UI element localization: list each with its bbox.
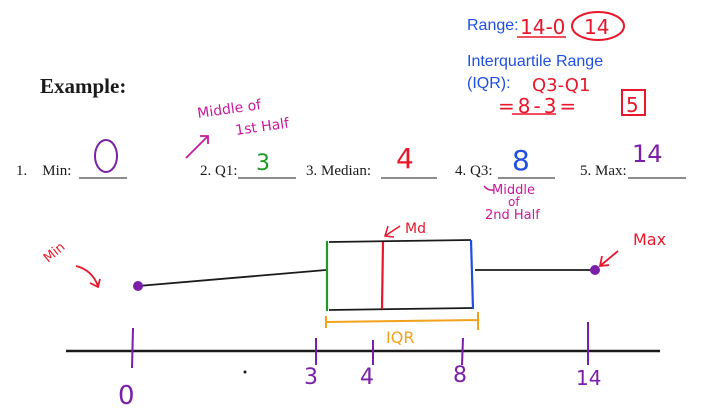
iqr-answer: 5 bbox=[626, 93, 639, 117]
max-label: Max bbox=[633, 230, 666, 249]
question-label: Q3: bbox=[470, 163, 493, 179]
median-label: Md bbox=[405, 221, 426, 237]
min-answer-zero bbox=[94, 139, 118, 173]
tick-label-0: 0 bbox=[118, 381, 135, 408]
box-top bbox=[328, 239, 472, 243]
question-3: 3. Median: bbox=[306, 163, 371, 180]
max-label-arrow bbox=[598, 250, 619, 268]
q1-note-line2: 1st Half bbox=[234, 115, 291, 139]
tick-0 bbox=[131, 327, 134, 369]
question-number: 5. bbox=[580, 163, 592, 179]
iqr-bracket bbox=[325, 312, 479, 330]
tick-label-8: 8 bbox=[453, 363, 467, 388]
iqr-answer-box bbox=[621, 89, 646, 116]
box-bottom bbox=[328, 307, 474, 311]
q3-note-arrow bbox=[483, 185, 495, 191]
iqr-label-line1: Interquartile Range bbox=[467, 53, 604, 70]
q3-note-line3: 2nd Half bbox=[485, 208, 540, 223]
number-line-ticks bbox=[131, 322, 589, 369]
tick-label-3: 3 bbox=[304, 365, 318, 390]
question-label: Max: bbox=[595, 163, 627, 179]
iqr-formula: Q3-Q1 bbox=[532, 75, 590, 96]
q1-note-line1: Middle of bbox=[196, 97, 263, 122]
question-2: 2. Q1: bbox=[200, 163, 238, 180]
question-label: Q1: bbox=[215, 163, 238, 179]
median-line bbox=[380, 241, 385, 310]
q3-answer: 8 bbox=[512, 144, 530, 177]
stray-dot bbox=[243, 370, 247, 374]
q3-note-line2: of bbox=[508, 195, 520, 209]
q3-edge bbox=[469, 239, 475, 310]
tick-label-14: 14 bbox=[576, 366, 601, 390]
q1-note-arrow bbox=[185, 135, 209, 159]
iqr-label-line2: (IQR): bbox=[467, 75, 511, 92]
iqr-bracket-label: IQR bbox=[386, 328, 414, 347]
min-point bbox=[133, 281, 143, 291]
median-label-arrow bbox=[384, 225, 401, 238]
median-answer: 4 bbox=[396, 142, 414, 175]
min-label-arrow bbox=[75, 265, 101, 289]
range-work: 14-0 bbox=[520, 15, 565, 39]
range-answer: 14 bbox=[584, 15, 609, 39]
question-number: 3. bbox=[306, 163, 318, 179]
min-label: Min bbox=[41, 240, 68, 266]
question-number: 4. bbox=[455, 163, 467, 179]
question-5: 5. Max: bbox=[580, 163, 627, 180]
range-label: Range: bbox=[467, 17, 519, 34]
tick-label-4: 4 bbox=[360, 365, 374, 390]
page-title: Example: bbox=[40, 74, 127, 98]
q1-answer: 3 bbox=[256, 151, 270, 176]
question-1: 1. Min: bbox=[16, 163, 71, 180]
question-label: Median: bbox=[321, 163, 371, 179]
max-answer: 14 bbox=[632, 140, 663, 168]
max-point bbox=[590, 265, 600, 275]
question-4: 4. Q3: bbox=[455, 163, 493, 180]
iqr-work: =8-3= bbox=[498, 94, 579, 118]
question-number: 2. bbox=[200, 163, 212, 179]
tick-8 bbox=[461, 337, 464, 366]
range-answer-circle bbox=[571, 11, 625, 41]
question-number: 1. bbox=[16, 163, 28, 179]
q3-note-line1: Middle bbox=[492, 183, 535, 198]
question-label: Min: bbox=[42, 163, 72, 179]
left-whisker bbox=[137, 269, 327, 287]
